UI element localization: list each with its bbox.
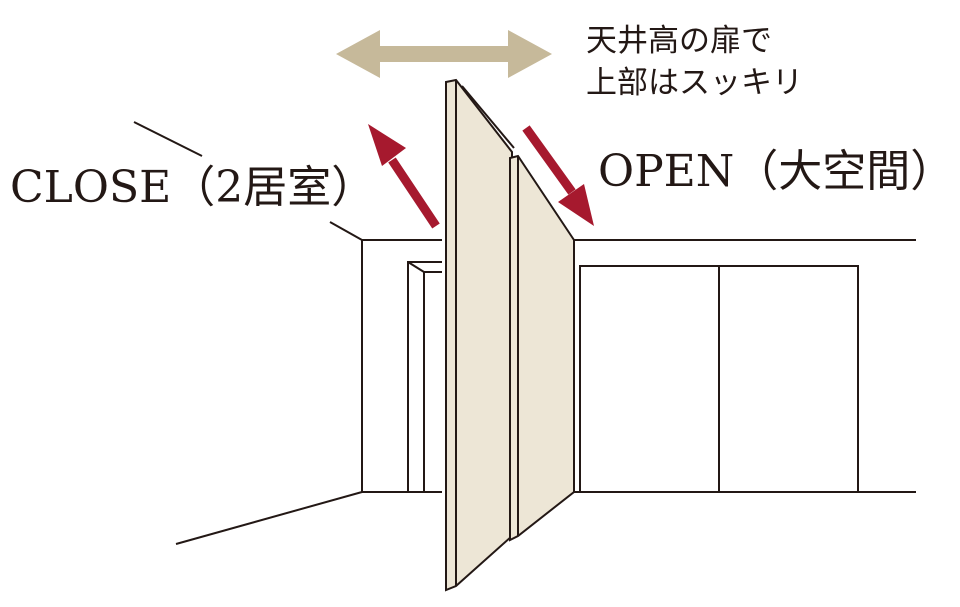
doorway-inner-top (407, 261, 425, 273)
double-arrow-icon (336, 30, 552, 78)
close-arrow-icon (368, 124, 440, 229)
open-arrow-icon (522, 125, 594, 226)
sliding-panel-rear (509, 154, 575, 542)
close-arrow-shaft (388, 157, 440, 229)
ceiling-line-left-upper (133, 121, 203, 157)
closet-doors (579, 265, 859, 493)
floor-line-left (175, 491, 363, 545)
close-label: CLOSE（2居室） (10, 162, 376, 213)
ceiling-note-line2: 上部はスッキリ (586, 65, 803, 101)
open-arrow-shaft (522, 125, 576, 195)
close-arrow-head (368, 124, 406, 166)
ceiling-line-left (329, 221, 363, 241)
left-doorway (407, 261, 442, 492)
open-arrow-head (558, 184, 594, 226)
sliding-panel-front (445, 78, 513, 592)
panel-rear-body (509, 154, 575, 542)
ceiling-note-line1: 天井高の扉で (586, 23, 772, 59)
ceiling-track-line (461, 85, 515, 149)
open-label: OPEN（大空間） (598, 146, 955, 197)
ceiling-note: 天井高の扉で 上部はスッキリ (586, 20, 803, 104)
